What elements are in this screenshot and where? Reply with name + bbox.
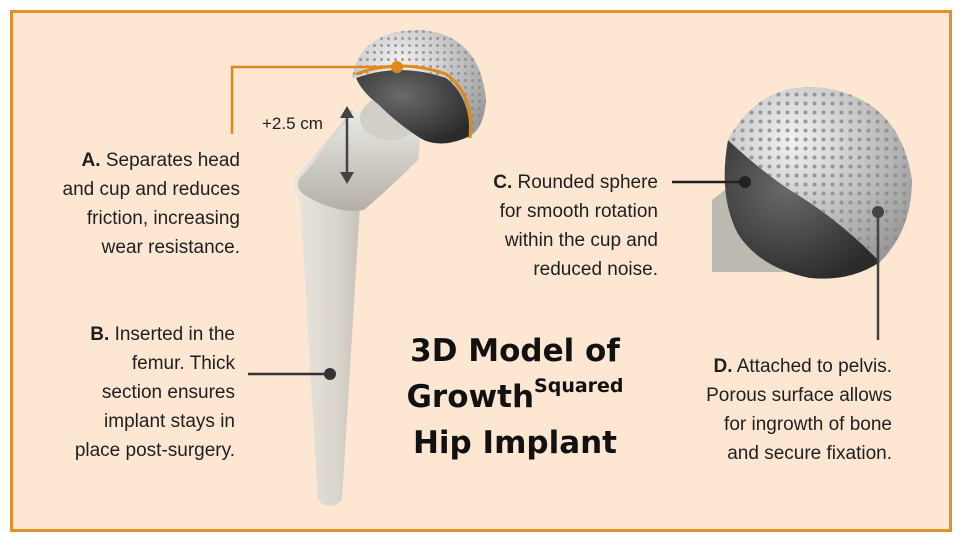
callout-c-dot — [739, 176, 751, 188]
diagram-title: 3D Model of GrowthSquared Hip Implant — [395, 328, 635, 466]
title-line-1: 3D Model of — [410, 333, 620, 369]
detail-head-ball — [724, 140, 880, 279]
implant-head-liner — [356, 70, 471, 144]
title-line-3: Hip Implant — [412, 425, 617, 461]
callout-c-letter: C. — [493, 172, 513, 193]
title-line-2: GrowthSquared — [406, 375, 624, 416]
callout-b: B. Inserted in the femur. Thick section … — [74, 324, 235, 461]
callout-d-letter: D. — [713, 356, 733, 377]
title-superscript: Squared — [534, 375, 624, 397]
callout-a-leader — [230, 65, 396, 134]
callout-b-letter: B. — [90, 324, 110, 345]
callout-d: D. Attached to pelvis. Porous surface al… — [706, 356, 892, 464]
dimension-arrow-down — [340, 172, 354, 184]
callout-d-dot — [872, 206, 884, 218]
dimension-label: +2.5 cm — [262, 114, 323, 133]
callout-a-dot — [391, 61, 403, 73]
callout-c: C. Rounded sphere for smooth rotation wi… — [493, 172, 658, 280]
callout-a: A. Separates head and cup and reduces fr… — [62, 150, 240, 258]
implant-stem — [293, 110, 392, 506]
dimension-arrow-up — [340, 106, 354, 118]
callout-b-dot — [324, 368, 336, 380]
porous-surface-small — [352, 30, 486, 136]
callout-a-letter: A. — [81, 150, 101, 171]
porous-surface-detail — [728, 87, 912, 262]
